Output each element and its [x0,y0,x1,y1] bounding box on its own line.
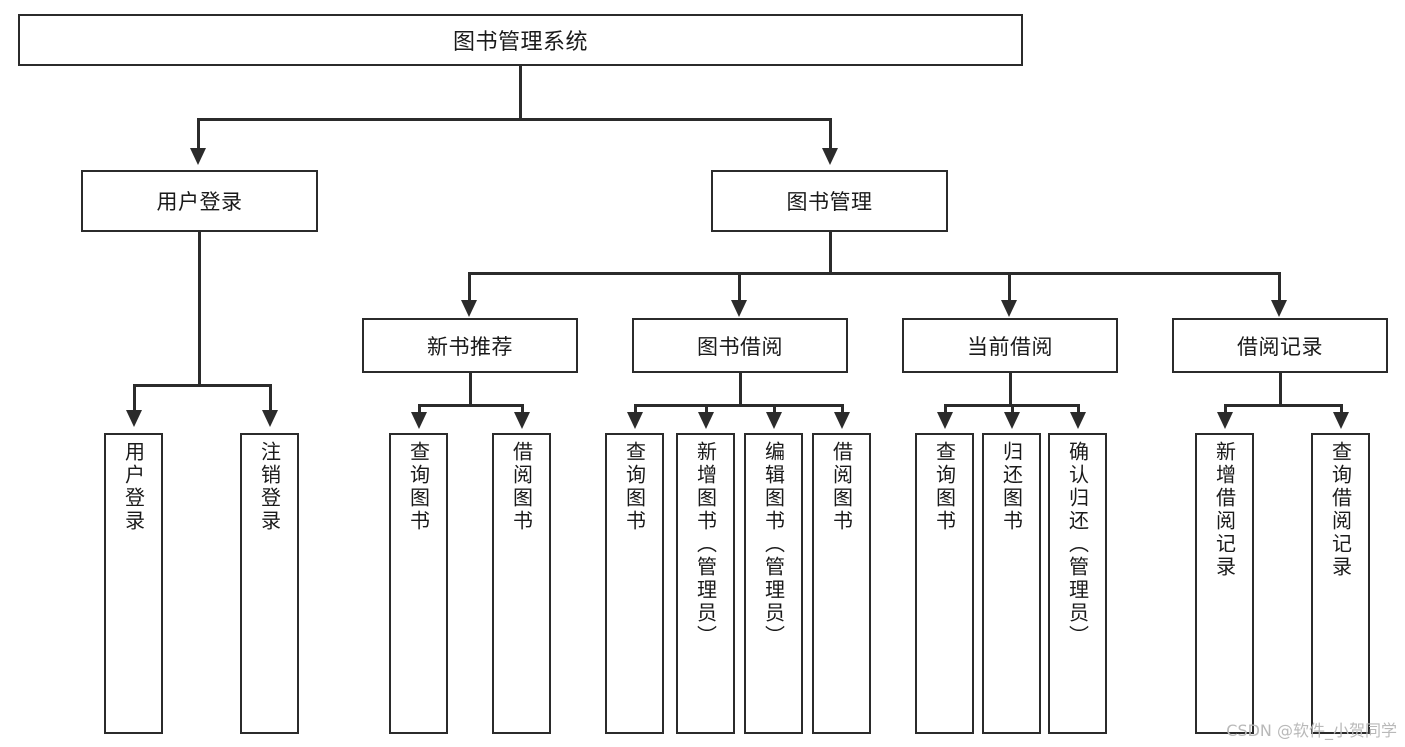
node-label: 查询借阅记录 [1328,441,1353,579]
arrowhead-cb-leaf-2 [1004,412,1020,429]
connector-cb-to-leaf-3 [1077,404,1080,414]
node-label: 借阅记录 [1237,334,1323,359]
arrowhead-book-borrow [731,300,747,317]
node-label: 用户登录 [121,441,146,533]
connector-root-stem [519,66,522,118]
connector-current-borrow-stem [1009,373,1012,404]
watermark-text: CSDN @软件_小贺同学 [1226,721,1397,740]
node-label: 图书借阅 [697,334,783,359]
connector-book-management-bus [468,272,1280,275]
connector-br-to-leaf-2 [1340,404,1343,414]
arrowhead-user-login-leaf-2 [262,410,278,427]
connector-root-bus [197,118,831,121]
leaf-borrow-record-2[interactable]: 查询借阅记录 [1311,433,1370,734]
connector-br-to-leaf-1 [1224,404,1227,414]
connector-bm-to-current-borrow [1008,272,1011,304]
leaf-new-book-recommend-1[interactable]: 查询图书 [389,433,448,734]
node-book-borrow[interactable]: 图书借阅 [632,318,848,373]
node-book-management[interactable]: 图书管理 [711,170,948,232]
leaf-new-book-recommend-2[interactable]: 借阅图书 [492,433,551,734]
connector-new-book-bus [418,404,523,407]
node-label: 编辑图书（管理员） [761,441,786,648]
connector-book-borrow-stem [739,373,742,404]
node-label: 当前借阅 [967,334,1053,359]
connector-root-to-book-management [829,118,832,150]
node-root-book-management-system[interactable]: 图书管理系统 [18,14,1023,66]
arrowhead-cb-leaf-1 [937,412,953,429]
arrowhead-bb-leaf-2 [698,412,714,429]
connector-bb-to-leaf-4 [841,404,844,414]
arrowhead-bb-leaf-1 [627,412,643,429]
connector-bb-to-leaf-3 [773,404,776,414]
connector-new-book-to-leaf-2 [521,404,524,414]
node-label: 借阅图书 [509,441,534,533]
node-label: 新增借阅记录 [1212,441,1237,579]
connector-bb-to-leaf-1 [634,404,637,414]
arrowhead-new-book-leaf-1 [411,412,427,429]
node-borrow-record[interactable]: 借阅记录 [1172,318,1388,373]
leaf-user-login-2[interactable]: 注销登录 [240,433,299,734]
arrowhead-borrow-record [1271,300,1287,317]
connector-cb-to-leaf-2 [1011,404,1014,414]
connector-new-book-stem [469,373,472,404]
connector-user-login-to-leaf-1 [133,384,136,412]
arrowhead-bb-leaf-3 [766,412,782,429]
connector-borrow-record-bus [1224,404,1342,407]
connector-bm-to-new-book [468,272,471,304]
connector-bm-to-book-borrow [738,272,741,304]
leaf-current-borrow-3[interactable]: 确认归还（管理员） [1048,433,1107,734]
node-label: 确认归还（管理员） [1065,441,1090,648]
node-user-login[interactable]: 用户登录 [81,170,318,232]
connector-book-borrow-bus [634,404,842,407]
connector-user-login-bus [133,384,271,387]
arrowhead-new-book-recommend [461,300,477,317]
connector-user-login-stem [198,232,201,384]
leaf-book-borrow-1[interactable]: 查询图书 [605,433,664,734]
node-label: 查询图书 [622,441,647,533]
leaf-borrow-record-1[interactable]: 新增借阅记录 [1195,433,1254,734]
node-new-book-recommend[interactable]: 新书推荐 [362,318,578,373]
node-label: 图书管理 [786,190,873,214]
connector-borrow-record-stem [1279,373,1282,404]
connector-new-book-to-leaf-1 [418,404,421,414]
leaf-book-borrow-4[interactable]: 借阅图书 [812,433,871,734]
arrowhead-user-login-leaf-1 [126,410,142,427]
arrowhead-bb-leaf-4 [834,412,850,429]
node-label: 新书推荐 [427,334,513,359]
connector-bm-to-borrow-record [1278,272,1281,304]
node-current-borrow[interactable]: 当前借阅 [902,318,1118,373]
leaf-book-borrow-3[interactable]: 编辑图书（管理员） [744,433,803,734]
node-label: 注销登录 [257,441,282,533]
node-label: 借阅图书 [829,441,854,533]
node-label: 查询图书 [932,441,957,533]
leaf-book-borrow-2[interactable]: 新增图书（管理员） [676,433,735,734]
arrowhead-book-management [822,148,838,165]
arrowhead-br-leaf-1 [1217,412,1233,429]
node-label: 查询图书 [406,441,431,533]
connector-root-to-user-login [197,118,200,150]
arrowhead-user-login [190,148,206,165]
node-label: 用户登录 [156,190,243,214]
node-label: 图书管理系统 [452,30,588,55]
arrowhead-new-book-leaf-2 [514,412,530,429]
leaf-current-borrow-1[interactable]: 查询图书 [915,433,974,734]
connector-book-management-stem [829,232,832,272]
connector-user-login-to-leaf-2 [269,384,272,412]
leaf-current-borrow-2[interactable]: 归还图书 [982,433,1041,734]
arrowhead-cb-leaf-3 [1070,412,1086,429]
leaf-user-login-1[interactable]: 用户登录 [104,433,163,734]
node-label: 归还图书 [999,441,1024,533]
arrowhead-current-borrow [1001,300,1017,317]
connector-bb-to-leaf-2 [705,404,708,414]
connector-cb-to-leaf-1 [944,404,947,414]
node-label: 新增图书（管理员） [693,441,718,648]
arrowhead-br-leaf-2 [1333,412,1349,429]
